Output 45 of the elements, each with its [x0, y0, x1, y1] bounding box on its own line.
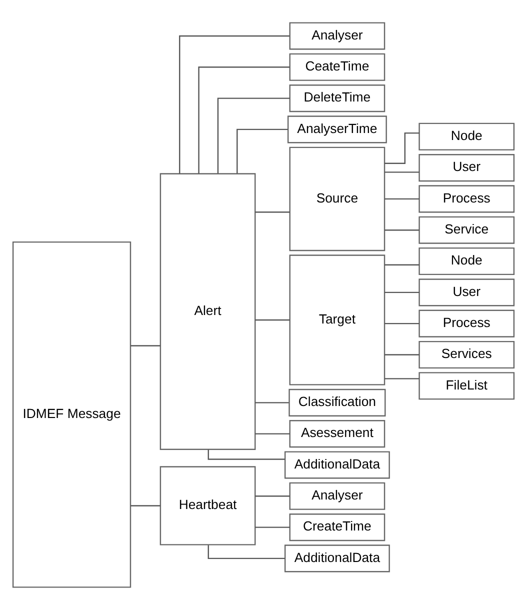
node-box: Node	[418, 247, 515, 276]
connector	[384, 354, 420, 356]
node-box: Analyser	[289, 482, 386, 510]
connector	[130, 345, 160, 346]
connector	[384, 172, 420, 173]
node-box: User	[418, 278, 515, 306]
node-box: IDMEF Message	[12, 242, 132, 588]
node-box: Services	[418, 340, 515, 369]
node-box: User	[418, 154, 515, 182]
node-box: CeateTime	[289, 53, 386, 81]
connector	[255, 433, 290, 434]
node-box: CreateTime	[289, 514, 386, 542]
connector	[208, 450, 285, 460]
connector	[179, 35, 290, 174]
node-box: Heartbeat	[160, 466, 256, 546]
node-box: Asessement	[289, 420, 386, 448]
connector	[255, 402, 289, 404]
node-box: Target	[289, 254, 386, 386]
node-box: AnalyserTime	[287, 116, 387, 144]
node-box: Service	[418, 216, 515, 244]
connector	[384, 378, 420, 380]
connector	[236, 128, 288, 174]
node-box: Process	[418, 310, 515, 338]
connector	[198, 66, 290, 174]
node-box: AdditionalData	[284, 544, 390, 572]
connector	[255, 526, 290, 528]
connector	[255, 496, 290, 497]
node-box: Source	[289, 146, 386, 252]
node-box: Node	[418, 122, 515, 150]
connector	[217, 98, 290, 174]
connector	[130, 505, 160, 506]
connector	[255, 212, 290, 213]
connector	[384, 198, 420, 200]
connector	[384, 292, 420, 294]
connector	[384, 322, 420, 324]
node-box: Analyser	[289, 22, 386, 50]
node-box: Classification	[288, 388, 386, 416]
node-box: Process	[418, 185, 515, 213]
node-box: AdditionalData	[284, 451, 390, 479]
node-box: FileList	[418, 372, 515, 400]
connector	[384, 264, 420, 266]
node-box: Alert	[160, 173, 256, 450]
node-box: DeleteTime	[289, 84, 386, 112]
connector	[255, 319, 290, 321]
connector	[384, 230, 420, 231]
